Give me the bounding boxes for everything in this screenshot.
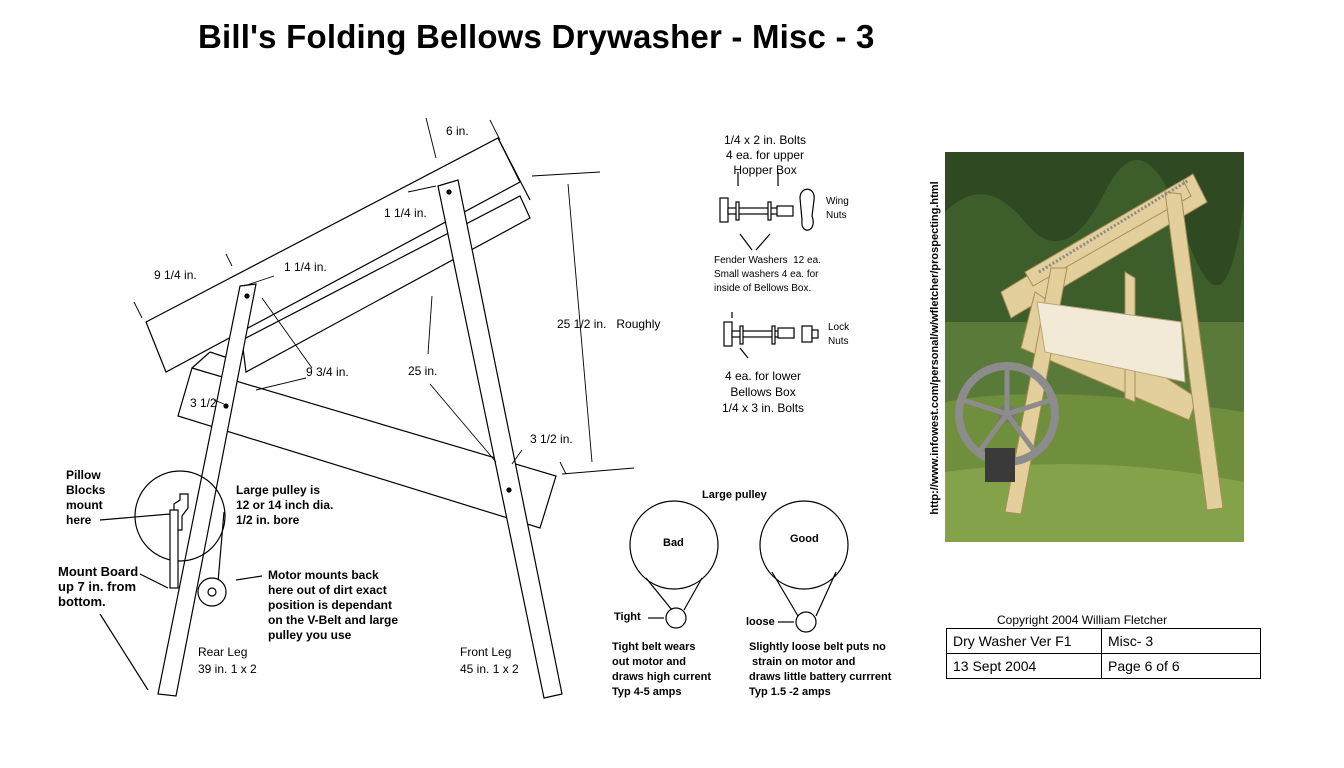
loose-belt-note: Slightly loose belt puts no strain on mo… <box>749 641 892 698</box>
dimension-25-1-2: 25 1/2 in. Roughly <box>557 317 661 331</box>
dimension-9-3-4: 9 3/4 in. <box>306 365 349 379</box>
front-leg-label: Front Leg 45 in. 1 x 2 <box>460 645 519 676</box>
drywasher-photo <box>945 152 1244 542</box>
dimension-3-1-2-left: 3 1/2 <box>190 396 217 410</box>
belt-diagram-bad <box>629 500 719 629</box>
tight-belt-note: Tight belt wears out motor and draws hig… <box>612 641 712 698</box>
large-pulley-label: Large pulley <box>702 489 767 501</box>
page-title: Bill's Folding Bellows Drywasher - Misc … <box>198 18 875 55</box>
page-cell: Page 6 of 6 <box>1101 653 1261 679</box>
dimension-3-1-2-right: 3 1/2 in. <box>530 432 573 446</box>
website-url: http://www.infowest.com/personal/w/wflet… <box>929 181 941 515</box>
motor-mounts-note: Motor mounts back here out of dirt exact… <box>268 568 399 642</box>
large-pulley-note: Large pulley is 12 or 14 inch dia. 1/2 i… <box>236 483 334 527</box>
dimension-1-1-4-mid: 1 1/4 in. <box>284 260 327 274</box>
rear-leg <box>157 283 257 697</box>
lower-bolts-label: 4 ea. for lower Bellows Box 1/4 x 3 in. … <box>722 369 805 415</box>
version-cell: Dry Washer Ver F1 <box>946 628 1102 654</box>
washers-label: Fender Washers 12 ea. Small washers 4 ea… <box>714 255 821 294</box>
bad-label: Bad <box>663 537 684 549</box>
tight-label: Tight <box>614 611 641 623</box>
lock-nuts-label: Lock Nuts <box>828 322 850 347</box>
dimension-6in: 6 in. <box>446 124 469 138</box>
sheet-cell: Misc- 3 <box>1101 628 1261 654</box>
rear-leg-label: Rear Leg 39 in. 1 x 2 <box>198 645 257 676</box>
dimension-1-1-4-top: 1 1/4 in. <box>384 206 427 220</box>
dimension-9-1-4: 9 1/4 in. <box>154 268 197 282</box>
dimension-lines <box>133 117 635 475</box>
pulley-assembly <box>99 470 263 691</box>
mount-board-note: Mount Board up 7 in. from bottom. <box>58 564 139 609</box>
upper-bolts-label: 1/4 x 2 in. Bolts 4 ea. for upper Hopper… <box>724 133 807 177</box>
wing-nuts-label: Wing Nuts <box>826 196 849 221</box>
front-leg <box>437 179 563 699</box>
belt-diagram-good <box>759 500 849 633</box>
date-cell: 13 Sept 2004 <box>946 653 1102 679</box>
good-label: Good <box>790 533 819 545</box>
pillow-blocks-note: Pillow Blocks mount here <box>66 468 106 527</box>
upper-bolt-assembly <box>719 172 815 251</box>
copyright: Copyright 2004 William Fletcher <box>997 613 1168 627</box>
lower-bolt-assembly <box>723 312 819 359</box>
title-block: Dry Washer Ver F1 Misc- 3 13 Sept 2004 P… <box>946 628 1261 679</box>
loose-label: loose <box>746 616 775 628</box>
dimension-25: 25 in. <box>408 364 438 378</box>
